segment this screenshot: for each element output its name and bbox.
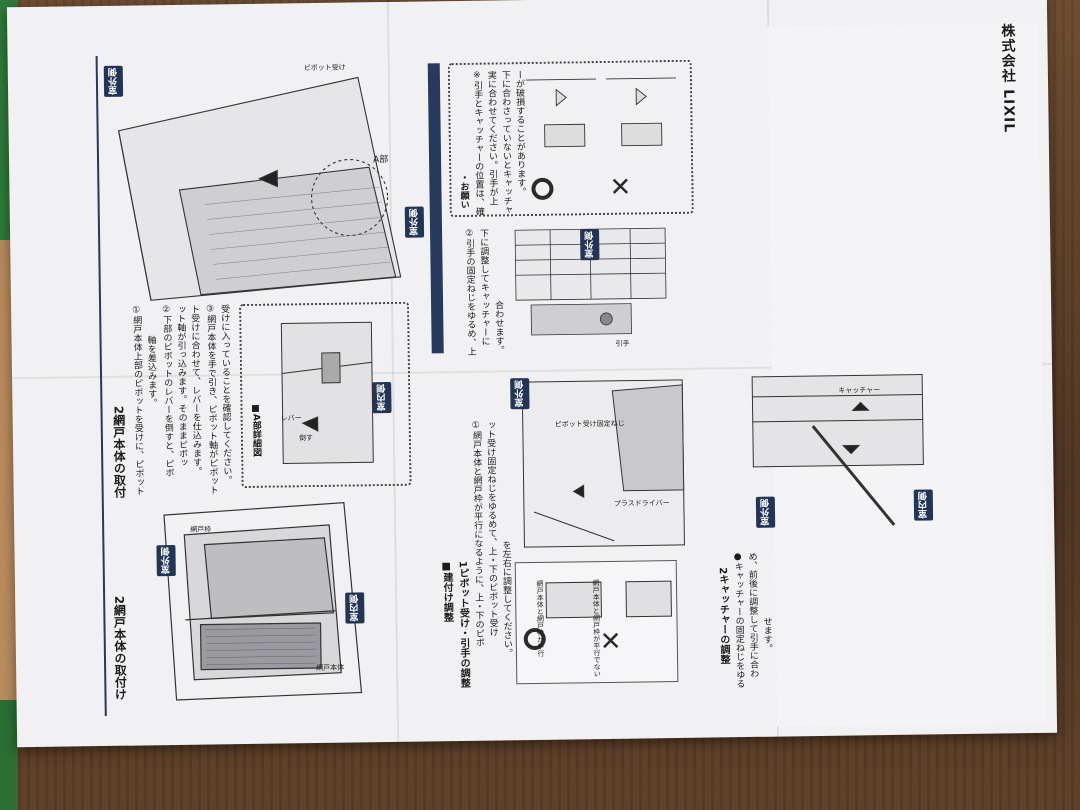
catcher-text: め、前後に調整して引手に合わ <box>746 551 759 679</box>
pivot-install-illustration <box>108 57 411 306</box>
handle-text: 合わせます。 <box>493 300 504 355</box>
catcher-comparison-illustration <box>525 68 677 165</box>
handle-adjust-illustration <box>510 223 682 360</box>
instruction-sheet: 株式会社 LIXIL 2網戸本体の取付け 室外側 室内側 網戸枠 網戸本体 2網… <box>6 0 1058 748</box>
label-body: 網戸本体 <box>316 663 345 673</box>
brand-logo: 株式会社 LIXIL <box>999 23 1017 134</box>
ng-cross-icon: ✕ <box>599 626 622 658</box>
section-heading: 2網戸本体の取付け <box>112 595 128 701</box>
section-rule <box>95 56 107 716</box>
label-frame: 網戸枠 <box>190 525 212 534</box>
screen-door-illustration <box>144 482 377 715</box>
pivot-detail-illustration <box>261 312 393 474</box>
label-pivot: ピボット受け <box>303 63 346 73</box>
adjust-heading: ■建付け調整 <box>440 561 453 623</box>
label-screwdriver: プラスドライバー <box>613 499 670 508</box>
ok-label: 網戸本体と網戸枠が平行 <box>535 579 546 657</box>
note-title: ・お願い <box>458 172 469 210</box>
badge-indoor: 室内側 <box>913 489 934 521</box>
pivot-adjust-illustration <box>512 370 695 557</box>
adjust-text: を左右に調整してください。 <box>500 540 513 658</box>
install-step: 軸を差込みます。 <box>145 335 157 408</box>
install-step: ①網戸本体上部のピボットを受けに、ピボット <box>131 305 144 496</box>
badge-outdoor: 室外側 <box>580 229 600 261</box>
install-step: 受けに入っていることを確認してください。 <box>219 304 232 485</box>
ng-cross-icon: ✕ <box>609 172 632 203</box>
badge-outdoor: 室外側 <box>103 65 124 97</box>
catcher-heading: 2キャッチャーの調整 <box>716 567 730 665</box>
label-part-a: A部 <box>372 154 389 166</box>
label-catcher: キャッチャー <box>838 386 881 395</box>
catcher-text: せます。 <box>761 616 772 653</box>
detail-a-title: ■A部詳細図 <box>250 403 262 457</box>
catcher-adjust-illustration <box>712 364 934 537</box>
handle-text: 下に調整してキャッチャーに <box>478 228 490 346</box>
adjust-sub1: 1ピボット受け・引手の調整 <box>456 560 470 689</box>
install-subheading: 2網戸本体の取付 <box>111 405 127 499</box>
label-lever: レバー <box>280 414 302 423</box>
green-mat-bottom <box>0 700 18 810</box>
badge-outdoor: 室外側 <box>510 378 530 410</box>
badge-outdoor: 室外側 <box>404 206 425 238</box>
badge-indoor: 室内側 <box>345 592 365 624</box>
badge-outdoor: 室外側 <box>156 544 176 577</box>
adjust-text: ット受け固定ねじをゆるめて、上・下のピボット受け <box>484 420 498 637</box>
label-handle: 引手 <box>615 339 630 348</box>
install-step: ト受けに合わせて、レバーを仕込みます。 <box>189 304 202 476</box>
label-tilt: 倒す <box>298 434 313 443</box>
section-bar <box>427 63 444 354</box>
parallel-check-box <box>514 559 679 685</box>
ng-label: 網戸本体と網戸枠が平行でない <box>591 579 602 678</box>
label-pivot-fix: ピボット受け固定ねじ <box>554 419 625 429</box>
badge-outdoor: 室外側 <box>755 496 776 528</box>
